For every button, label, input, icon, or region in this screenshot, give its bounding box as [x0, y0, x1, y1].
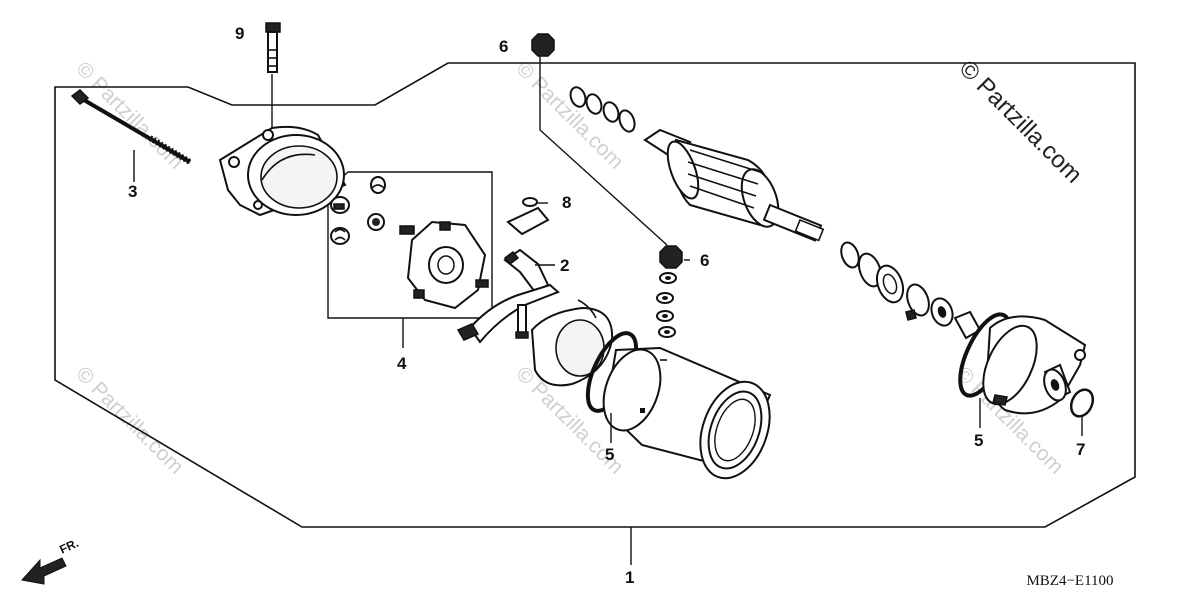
callout-6-top: 6 — [499, 37, 508, 56]
armature-washers-left — [569, 86, 636, 133]
callout-4: 4 — [397, 354, 407, 373]
brush-holder-assembly — [330, 176, 489, 310]
armature-washers-right — [840, 241, 905, 304]
o-ring-7 — [1069, 388, 1095, 418]
watermark-3: © Partzilla.com — [71, 362, 187, 478]
long-bolt — [70, 89, 192, 165]
callout-2: 2 — [560, 256, 569, 275]
watermark-main: © Partzilla.com — [954, 55, 1087, 188]
callout-8: 8 — [562, 193, 571, 212]
callout-7: 7 — [1076, 440, 1085, 459]
armature — [643, 128, 825, 242]
watermark-1: © Partzilla.com — [71, 57, 187, 173]
callout-5-left: 5 — [605, 445, 614, 464]
motor-yoke — [602, 346, 772, 480]
callout-5-right: 5 — [974, 431, 983, 450]
front-label: FR. — [57, 536, 80, 557]
planetary-parts — [905, 283, 982, 340]
front-arrow-icon — [21, 557, 67, 585]
rear-cover — [218, 125, 347, 217]
assembly-outline — [54, 62, 1136, 528]
terminal-parts — [456, 197, 560, 344]
drawing-code: MBZ4−E1100 — [1026, 573, 1113, 589]
callout-9: 9 — [235, 24, 244, 43]
mount-bolt — [265, 22, 281, 73]
top-nut — [531, 33, 555, 57]
callouts: 9 3 6 8 2 6 4 5 5 7 1 — [128, 24, 1085, 587]
leader-lines — [133, 56, 1083, 565]
front-direction-indicator: FR. — [21, 536, 81, 585]
callout-6-mid: 6 — [700, 251, 709, 270]
callout-3: 3 — [128, 182, 137, 201]
front-housing — [982, 315, 1087, 415]
front-bracket — [530, 299, 614, 387]
watermarks: © Partzilla.com © Partzilla.com © Partzi… — [71, 55, 1087, 478]
callout-1: 1 — [625, 568, 634, 587]
nut-washer-stack — [656, 245, 683, 338]
